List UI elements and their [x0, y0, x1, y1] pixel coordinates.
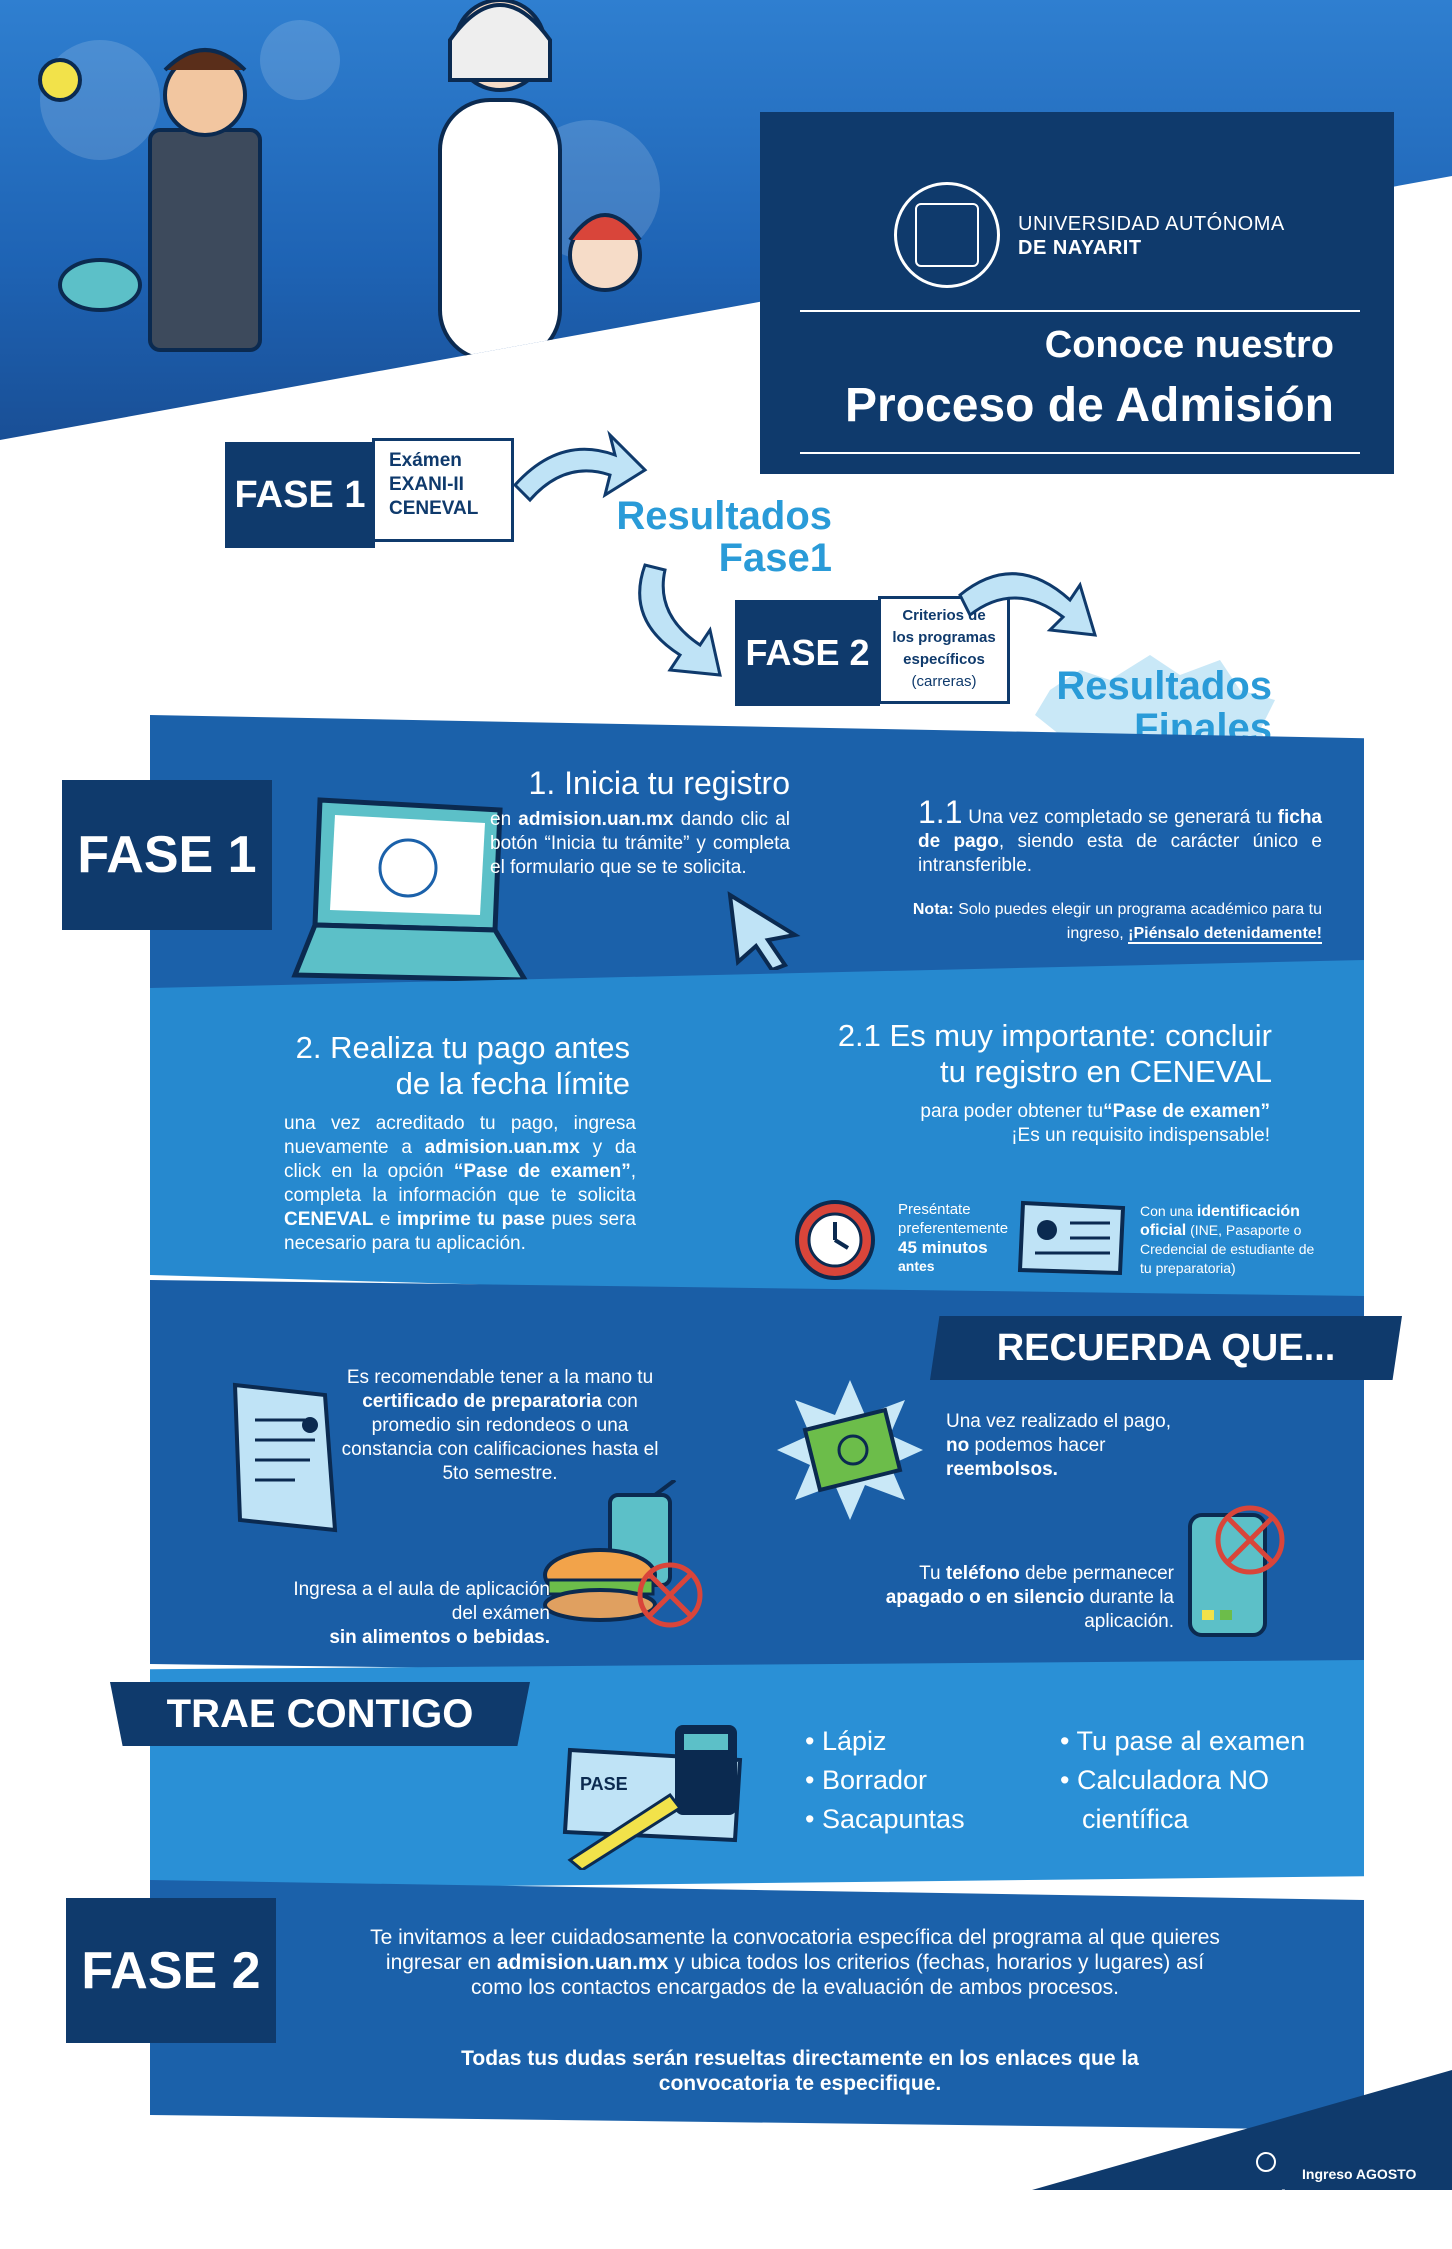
- food-icon: [543, 1480, 703, 1628]
- certificate-note: Es recomendable tener a la mano tu certi…: [341, 1367, 659, 1484]
- admision-logo-circles: [1256, 2152, 1276, 2234]
- university-seal-icon: [894, 182, 1000, 288]
- list-item: • Borrador: [805, 1765, 928, 1795]
- cursor-icon: [727, 891, 801, 970]
- refund-note: Una vez realizado el pago, no podemos ha…: [946, 1411, 1171, 1480]
- flow-fase2-tag: FASE 2: [735, 600, 880, 706]
- flow-fase1-items: Exámen EXANI-II CENEVAL: [372, 438, 514, 542]
- university-header-box: UNIVERSIDAD AUTÓNOMA DE NAYARIT Conoce n…: [760, 112, 1394, 474]
- result-fase1: Resultados Fase1: [616, 494, 832, 580]
- items-list-2: • Tu pase al examen • Calculadora NO cie…: [1060, 1722, 1305, 1839]
- money-icon: [777, 1380, 923, 1520]
- clock-icon: [795, 1200, 875, 1280]
- items-list-1: • Lápiz • Borrador • Sacapuntas: [805, 1722, 965, 1839]
- arrow-right-icon: [512, 430, 648, 503]
- title-large: Proceso de Admisión: [845, 379, 1334, 432]
- list-item: científica: [1082, 1804, 1189, 1834]
- id-card-icon: [1017, 1200, 1126, 1276]
- step1-title: 1. Inicia tu registro: [528, 765, 790, 801]
- list-item: • Sacapuntas: [805, 1804, 965, 1834]
- clock-note: Preséntate preferentemente 45 minutos an…: [898, 1201, 1009, 1274]
- title-small: Conoce nuestro: [1044, 324, 1334, 366]
- trae-label: TRAE CONTIGO: [110, 1682, 530, 1746]
- piida-logo: PiiDA: [1096, 2192, 1153, 2215]
- year-label: 2020: [1310, 2184, 1391, 2225]
- fase1-label: FASE 1: [62, 780, 272, 930]
- fase2-panel: [150, 1880, 1364, 2130]
- pass-text: PASE: [580, 1774, 628, 1794]
- step2-title: 2. Realiza tu pago antes de la fecha lím…: [295, 1030, 630, 1101]
- recuerda-label: RECUERDA QUE...: [930, 1316, 1402, 1380]
- admision-logo: ADMISIÓN: [1182, 2188, 1311, 2218]
- step2-panel: [150, 960, 1364, 1310]
- laptop-icon: [291, 797, 530, 983]
- ingreso-label: Ingreso AGOSTO: [1302, 2166, 1417, 2182]
- arrow-right-icon: [958, 572, 1098, 637]
- step11-note: Nota: Solo puedes elegir un programa aca…: [912, 901, 1322, 944]
- divider: [800, 310, 1360, 312]
- step2-body: una vez acreditado tu pago, ingresa nuev…: [284, 1113, 637, 1254]
- flow-fase1-tag: FASE 1: [225, 442, 375, 548]
- step21-title: 2.1 Es muy importante: concluir tu regis…: [837, 1018, 1272, 1089]
- fase2-body: Te invitamos a leer cuidadosamente la co…: [370, 1926, 1220, 1999]
- phone-icon: [1188, 1505, 1285, 1637]
- step11-body: 1.1 Una vez completado se generará tu fi…: [918, 794, 1322, 876]
- flow-fase2-items: Criterios de los programas específicos (…: [878, 596, 1010, 704]
- step21-body: para poder obtener tu“Pase de examen” ¡E…: [920, 1101, 1270, 1146]
- arrow-down-icon: [638, 563, 722, 677]
- list-item: • Tu pase al examen: [1060, 1726, 1306, 1756]
- fase2-closing: Todas tus dudas serán resueltas directam…: [461, 2047, 1139, 2095]
- certificate-icon: [232, 1382, 338, 1533]
- list-item: • Lápiz: [805, 1726, 887, 1756]
- pass-calculator-pencil-icon: PASE: [562, 1725, 743, 1870]
- step1-body: en admision.uan.mx dando clic al botón “…: [490, 809, 790, 878]
- people-illustration: [38, 0, 642, 362]
- university-name: UNIVERSIDAD AUTÓNOMA DE NAYARIT: [1018, 213, 1285, 259]
- divider: [800, 452, 1360, 454]
- fase2-label: FASE 2: [66, 1898, 276, 2043]
- list-item: • Calculadora NO: [1060, 1765, 1270, 1795]
- food-note: Ingresa a el aula de aplicación del exám…: [293, 1579, 550, 1648]
- id-note: Con una identificación oficial (INE, Pas…: [1140, 1203, 1315, 1276]
